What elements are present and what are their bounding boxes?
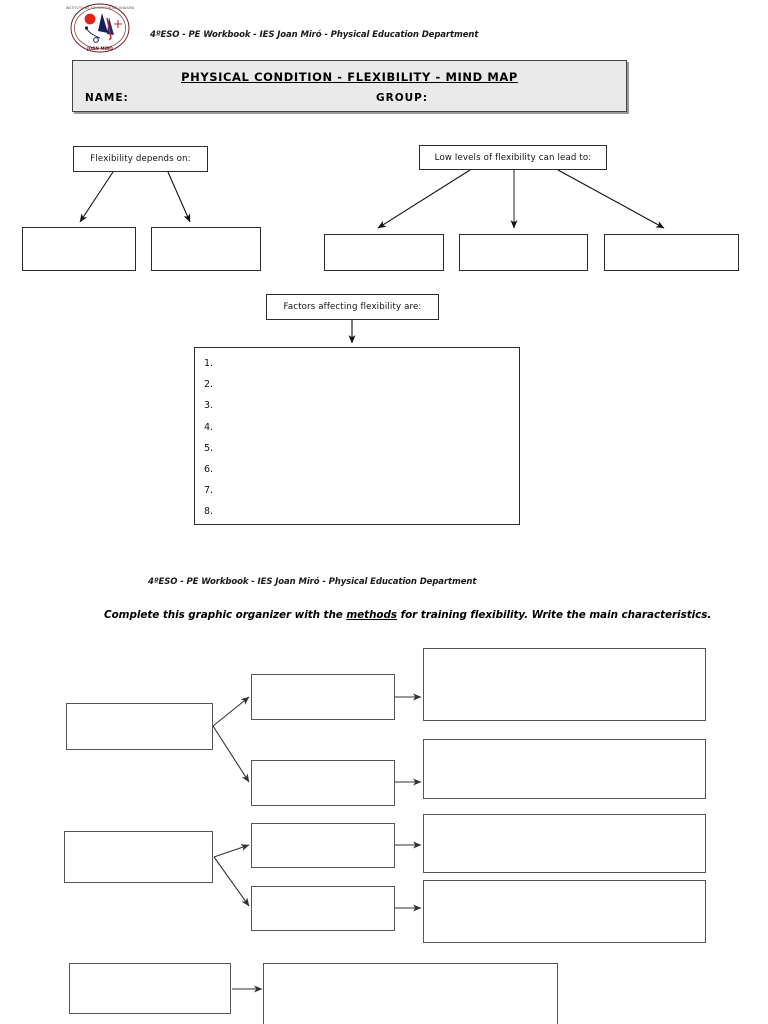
organizer-root-box-1[interactable]: [66, 703, 213, 750]
list-item[interactable]: 5.: [204, 443, 214, 454]
name-field-label[interactable]: NAME:: [85, 92, 129, 104]
instruction-part-2: for training flexibility. Write the main…: [397, 609, 712, 621]
organizer-branch-box-2b[interactable]: [251, 886, 395, 931]
organizer-detail-box-2a[interactable]: [423, 814, 706, 873]
organizer-root-box-2[interactable]: [64, 831, 213, 883]
page-two-header-text: 4ºESO - PE Workbook - IES Joan Miró - Ph…: [148, 577, 477, 587]
organizer-detail-box-3[interactable]: [263, 963, 558, 1024]
group-field-label[interactable]: GROUP:: [376, 92, 429, 104]
list-item[interactable]: 6.: [204, 464, 214, 475]
label-factors-affecting-flexibility: Factors affecting flexibility are:: [266, 294, 439, 320]
list-item[interactable]: 7.: [204, 485, 214, 496]
instruction-text: Complete this graphic organizer with the…: [104, 609, 711, 621]
answer-box-depends-2[interactable]: [151, 227, 261, 271]
list-item[interactable]: 1.: [204, 358, 214, 369]
list-item[interactable]: 8.: [204, 506, 214, 517]
answer-box-depends-1[interactable]: [22, 227, 136, 271]
svg-text:JOAN MIRO: JOAN MIRO: [86, 46, 113, 51]
organizer-branch-box-1b[interactable]: [251, 760, 395, 806]
title-block: PHYSICAL CONDITION - FLEXIBILITY - MIND …: [72, 60, 627, 112]
page-title: PHYSICAL CONDITION - FLEXIBILITY - MIND …: [181, 70, 518, 84]
instruction-part-1: Complete this graphic organizer with the: [104, 609, 347, 621]
organizer-detail-box-1b[interactable]: [423, 739, 706, 799]
organizer-detail-box-2b[interactable]: [423, 880, 706, 943]
page-header-text: 4ºESO - PE Workbook - IES Joan Miró - Ph…: [150, 30, 479, 40]
answer-box-lowlevels-2[interactable]: [459, 234, 588, 271]
organizer-root-box-3[interactable]: [69, 963, 231, 1014]
organizer-detail-box-1a[interactable]: [423, 648, 706, 721]
instruction-keyword-methods: methods: [346, 609, 398, 621]
factors-answer-list[interactable]: 1. 2. 3. 4. 5. 6. 7. 8.: [194, 347, 520, 525]
label-low-levels-lead-to: Low levels of flexibility can lead to:: [419, 145, 607, 170]
ies-joan-miro-seal: INSTITUTO DE EDUCACION SECUNDARIA JOAN M…: [64, 2, 136, 54]
answer-box-lowlevels-1[interactable]: [324, 234, 444, 271]
answer-box-lowlevels-3[interactable]: [604, 234, 739, 271]
svg-text:INSTITUTO DE EDUCACION SECUNDA: INSTITUTO DE EDUCACION SECUNDARIA: [66, 6, 135, 10]
organizer-branch-box-2a[interactable]: [251, 823, 395, 868]
organizer-branch-box-1a[interactable]: [251, 674, 395, 720]
list-item[interactable]: 2.: [204, 379, 214, 390]
list-item[interactable]: 4.: [204, 422, 214, 433]
label-flexibility-depends-on: Flexibility depends on:: [73, 146, 208, 172]
list-item[interactable]: 3.: [204, 400, 214, 411]
